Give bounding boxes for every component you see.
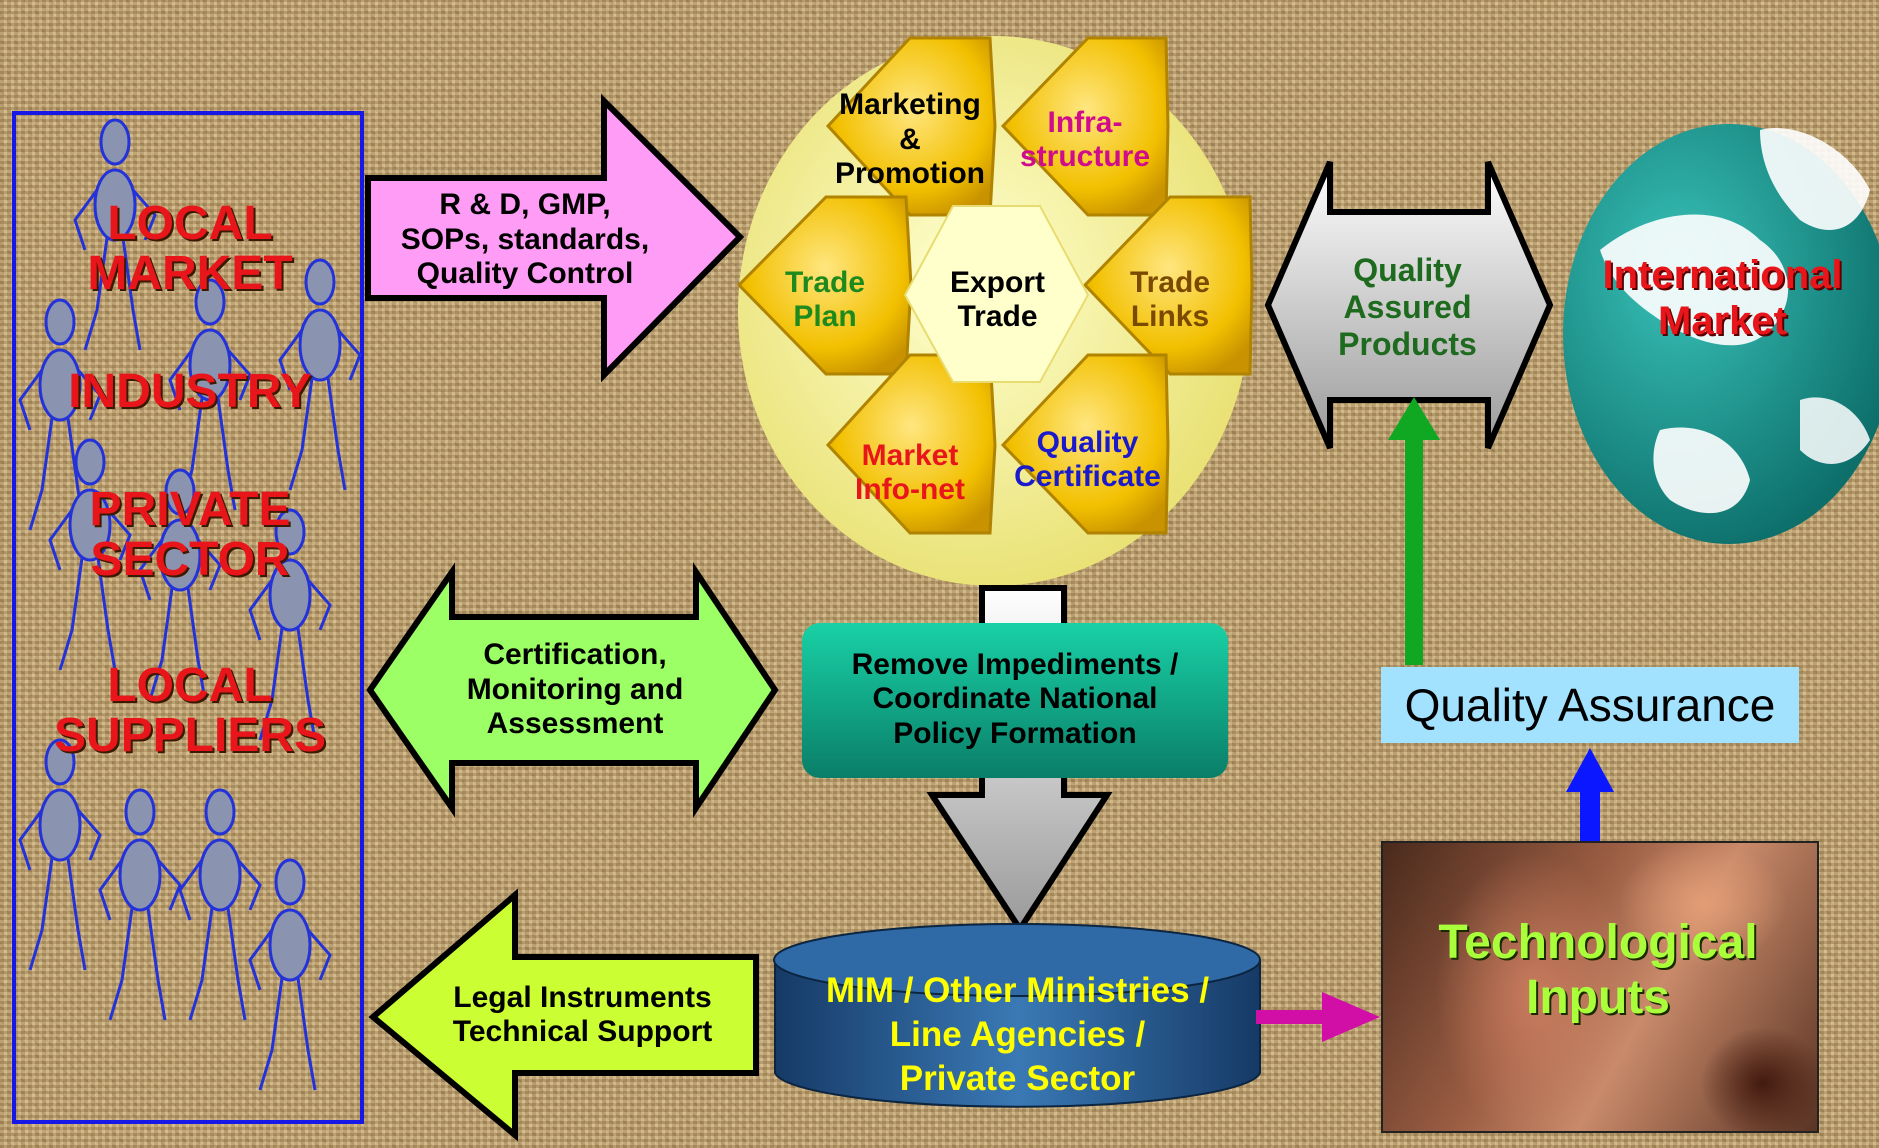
- stick-figure: [278, 258, 362, 491]
- hexagon-cluster: [736, 36, 1254, 535]
- label-local-suppliers: LOCAL SUPPLIERS: [53, 658, 327, 762]
- international-market-label: International Market: [1602, 252, 1843, 343]
- hex-marketing-label: Marketing & Promotion: [835, 88, 985, 191]
- quality-assurance-box: Quality Assurance: [1381, 667, 1799, 743]
- rd-arrow: [365, 93, 745, 383]
- hex-infrastructure-label: Infra- structure: [1019, 105, 1151, 174]
- stick-figure: [98, 788, 182, 1021]
- ministries-label: MIM / Other Ministries / Line Agencies /…: [825, 971, 1210, 1098]
- stick-figure: [138, 468, 222, 701]
- stick-figures: [18, 118, 362, 1091]
- hex-trade-links-label: Trade Links: [1129, 265, 1211, 334]
- stick-figure: [248, 858, 332, 1091]
- blue-up-arrow: [1566, 748, 1614, 841]
- stick-figure: [248, 508, 332, 741]
- technological-inputs-label: Technological Inputs: [1438, 915, 1758, 1024]
- quality-products-label: Quality Assured Products: [1338, 252, 1477, 362]
- remove-impediments-label: Remove Impediments / Coordinate National…: [851, 647, 1179, 750]
- hex-center-label: Export Trade: [949, 265, 1045, 334]
- label-private-sector: PRIVATE SECTOR: [89, 482, 291, 586]
- stick-figure: [168, 278, 252, 511]
- magenta-arrow: [1256, 992, 1380, 1042]
- certification-arrow-label: Certification, Monitoring and Assessment: [466, 638, 684, 741]
- hex-quality-certificate-label: Quality Certificate: [1014, 425, 1161, 494]
- certification-arrow: [366, 562, 779, 818]
- green-up-arrow: [1388, 397, 1440, 665]
- quality-products-arrow: [1264, 160, 1554, 450]
- legal-arrow: [368, 888, 759, 1142]
- stick-figure: [178, 788, 262, 1021]
- stick-figure: [18, 298, 102, 531]
- hex-quality-certificate: [1000, 353, 1170, 535]
- stick-figure: [48, 438, 132, 671]
- hex-trade-plan-label: Trade Plan: [784, 265, 866, 334]
- technological-inputs-photo: [1381, 841, 1819, 1133]
- globe: [1563, 124, 1879, 544]
- quality-assurance-label: Quality Assurance: [1404, 679, 1776, 731]
- label-industry: INDUSTRY: [68, 364, 312, 418]
- hex-center: [903, 205, 1090, 383]
- left-panel-frame: [12, 111, 364, 1124]
- stick-figure: [73, 118, 157, 351]
- label-local-market: LOCAL MARKET: [87, 196, 293, 300]
- hex-trade-links: [1082, 195, 1254, 376]
- ministries-cylinder: [773, 923, 1261, 1108]
- legal-arrow-label: Legal Instruments Technical Support: [452, 980, 713, 1049]
- remove-impediments-box: [802, 623, 1228, 778]
- stick-figure: [18, 738, 102, 971]
- rd-arrow-label: R & D, GMP, SOPs, standards, Quality Con…: [400, 188, 650, 291]
- hex-market-info-label: Market Info-net: [855, 438, 965, 507]
